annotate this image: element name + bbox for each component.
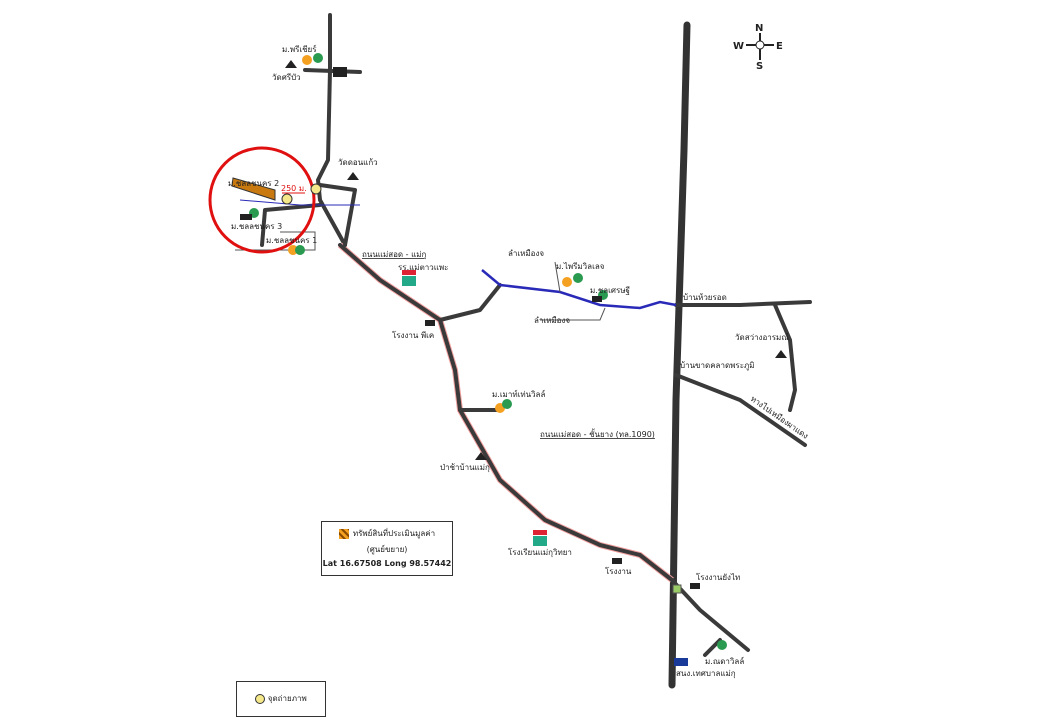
compass-icon: N S W E bbox=[733, 23, 783, 72]
road-east bbox=[674, 300, 812, 447]
school-flag-icons bbox=[402, 270, 547, 546]
label: วัดสว่างอารมณ์ bbox=[735, 332, 789, 342]
village-icons bbox=[288, 55, 572, 413]
label: โรงงาน พีเค bbox=[392, 330, 434, 340]
label: ลำเหมืองจ bbox=[508, 249, 544, 258]
photo-legend: จุดถ่ายภาพ bbox=[236, 681, 326, 717]
label: ม.ชลลชนคร 2 bbox=[228, 179, 279, 188]
label: วัดศรีบัว bbox=[272, 73, 301, 82]
label: ม.เมาท์เท่นวิลล์ bbox=[492, 389, 545, 399]
river-west bbox=[239, 199, 360, 206]
office-icon bbox=[674, 658, 688, 666]
road-nada bbox=[703, 638, 722, 657]
label: บ้านห้วยรอด bbox=[683, 293, 727, 302]
road-north bbox=[316, 13, 347, 247]
label: ม.ชลลชนคร 1 bbox=[266, 236, 317, 245]
photo-point-legend-icon bbox=[255, 693, 266, 704]
label: โรงเรียนแม่กุวิทยา bbox=[508, 547, 572, 557]
label: ม.ชลเศรษฐี bbox=[590, 286, 630, 295]
label: สนง.เทศบาลแม่กุ bbox=[676, 669, 736, 678]
property-parcel bbox=[231, 177, 276, 201]
label: บ้านขาดคลาดพระภูมิ bbox=[680, 361, 755, 371]
road-label: ถนนแม่สอด - ชั้นยาง (ทล.1090) bbox=[540, 428, 655, 439]
property-swatch-icon bbox=[338, 528, 349, 539]
label: ทางไปเหมืองผาแดง bbox=[749, 394, 810, 441]
legend-sub: (ศูนย์ขยาย) bbox=[366, 545, 408, 554]
label: รร.แม่ตาวแพะ bbox=[398, 263, 448, 272]
highlight-circle bbox=[208, 146, 316, 254]
road-branch bbox=[260, 183, 502, 322]
compass-s: S bbox=[756, 61, 763, 72]
label: ลำเหมืองจ bbox=[534, 316, 570, 325]
label: โรงงานยังไท bbox=[696, 572, 740, 582]
highway-1090 bbox=[668, 21, 691, 689]
temple-icons bbox=[285, 60, 787, 460]
road-premier bbox=[303, 68, 362, 74]
label: ม.ไพรีมวิลเลจ bbox=[556, 262, 605, 271]
building-icons bbox=[240, 67, 700, 589]
label: ม.พรีเชียร์ bbox=[282, 44, 317, 54]
river bbox=[481, 269, 677, 310]
label: ม.ชลลชนคร 3 bbox=[231, 222, 282, 231]
compass-e: E bbox=[776, 41, 783, 52]
label: ม.ณดาวิลล์ bbox=[705, 656, 744, 666]
road-label: ถนนแม่สอด - แม่กุ bbox=[362, 250, 426, 259]
legend-item: ทรัพย์สินที่ประเมินมูลค่า bbox=[322, 527, 452, 540]
label: ป่าช้าบ้านแม่กุ bbox=[440, 463, 490, 472]
legend: ทรัพย์สินที่ประเมินมูลค่า (ศูนย์ขยาย) La… bbox=[321, 521, 453, 576]
compass-n: N bbox=[755, 23, 763, 34]
distance-label: 250 ม. bbox=[281, 184, 307, 193]
photo-point-icon bbox=[281, 183, 322, 205]
seven-eleven-icon bbox=[672, 584, 682, 594]
label: วัดดอนแก้ว bbox=[338, 158, 378, 167]
legend-item-label: ทรัพย์สินที่ประเมินมูลค่า bbox=[352, 529, 436, 538]
photo-point-label: จุดถ่ายภาพ bbox=[267, 694, 307, 703]
compass-w: W bbox=[733, 41, 744, 52]
legend-coords: Lat 16.67508 Long 98.57442 bbox=[322, 559, 452, 568]
label: โรงงาน bbox=[605, 566, 632, 576]
tree-icons bbox=[249, 53, 727, 650]
